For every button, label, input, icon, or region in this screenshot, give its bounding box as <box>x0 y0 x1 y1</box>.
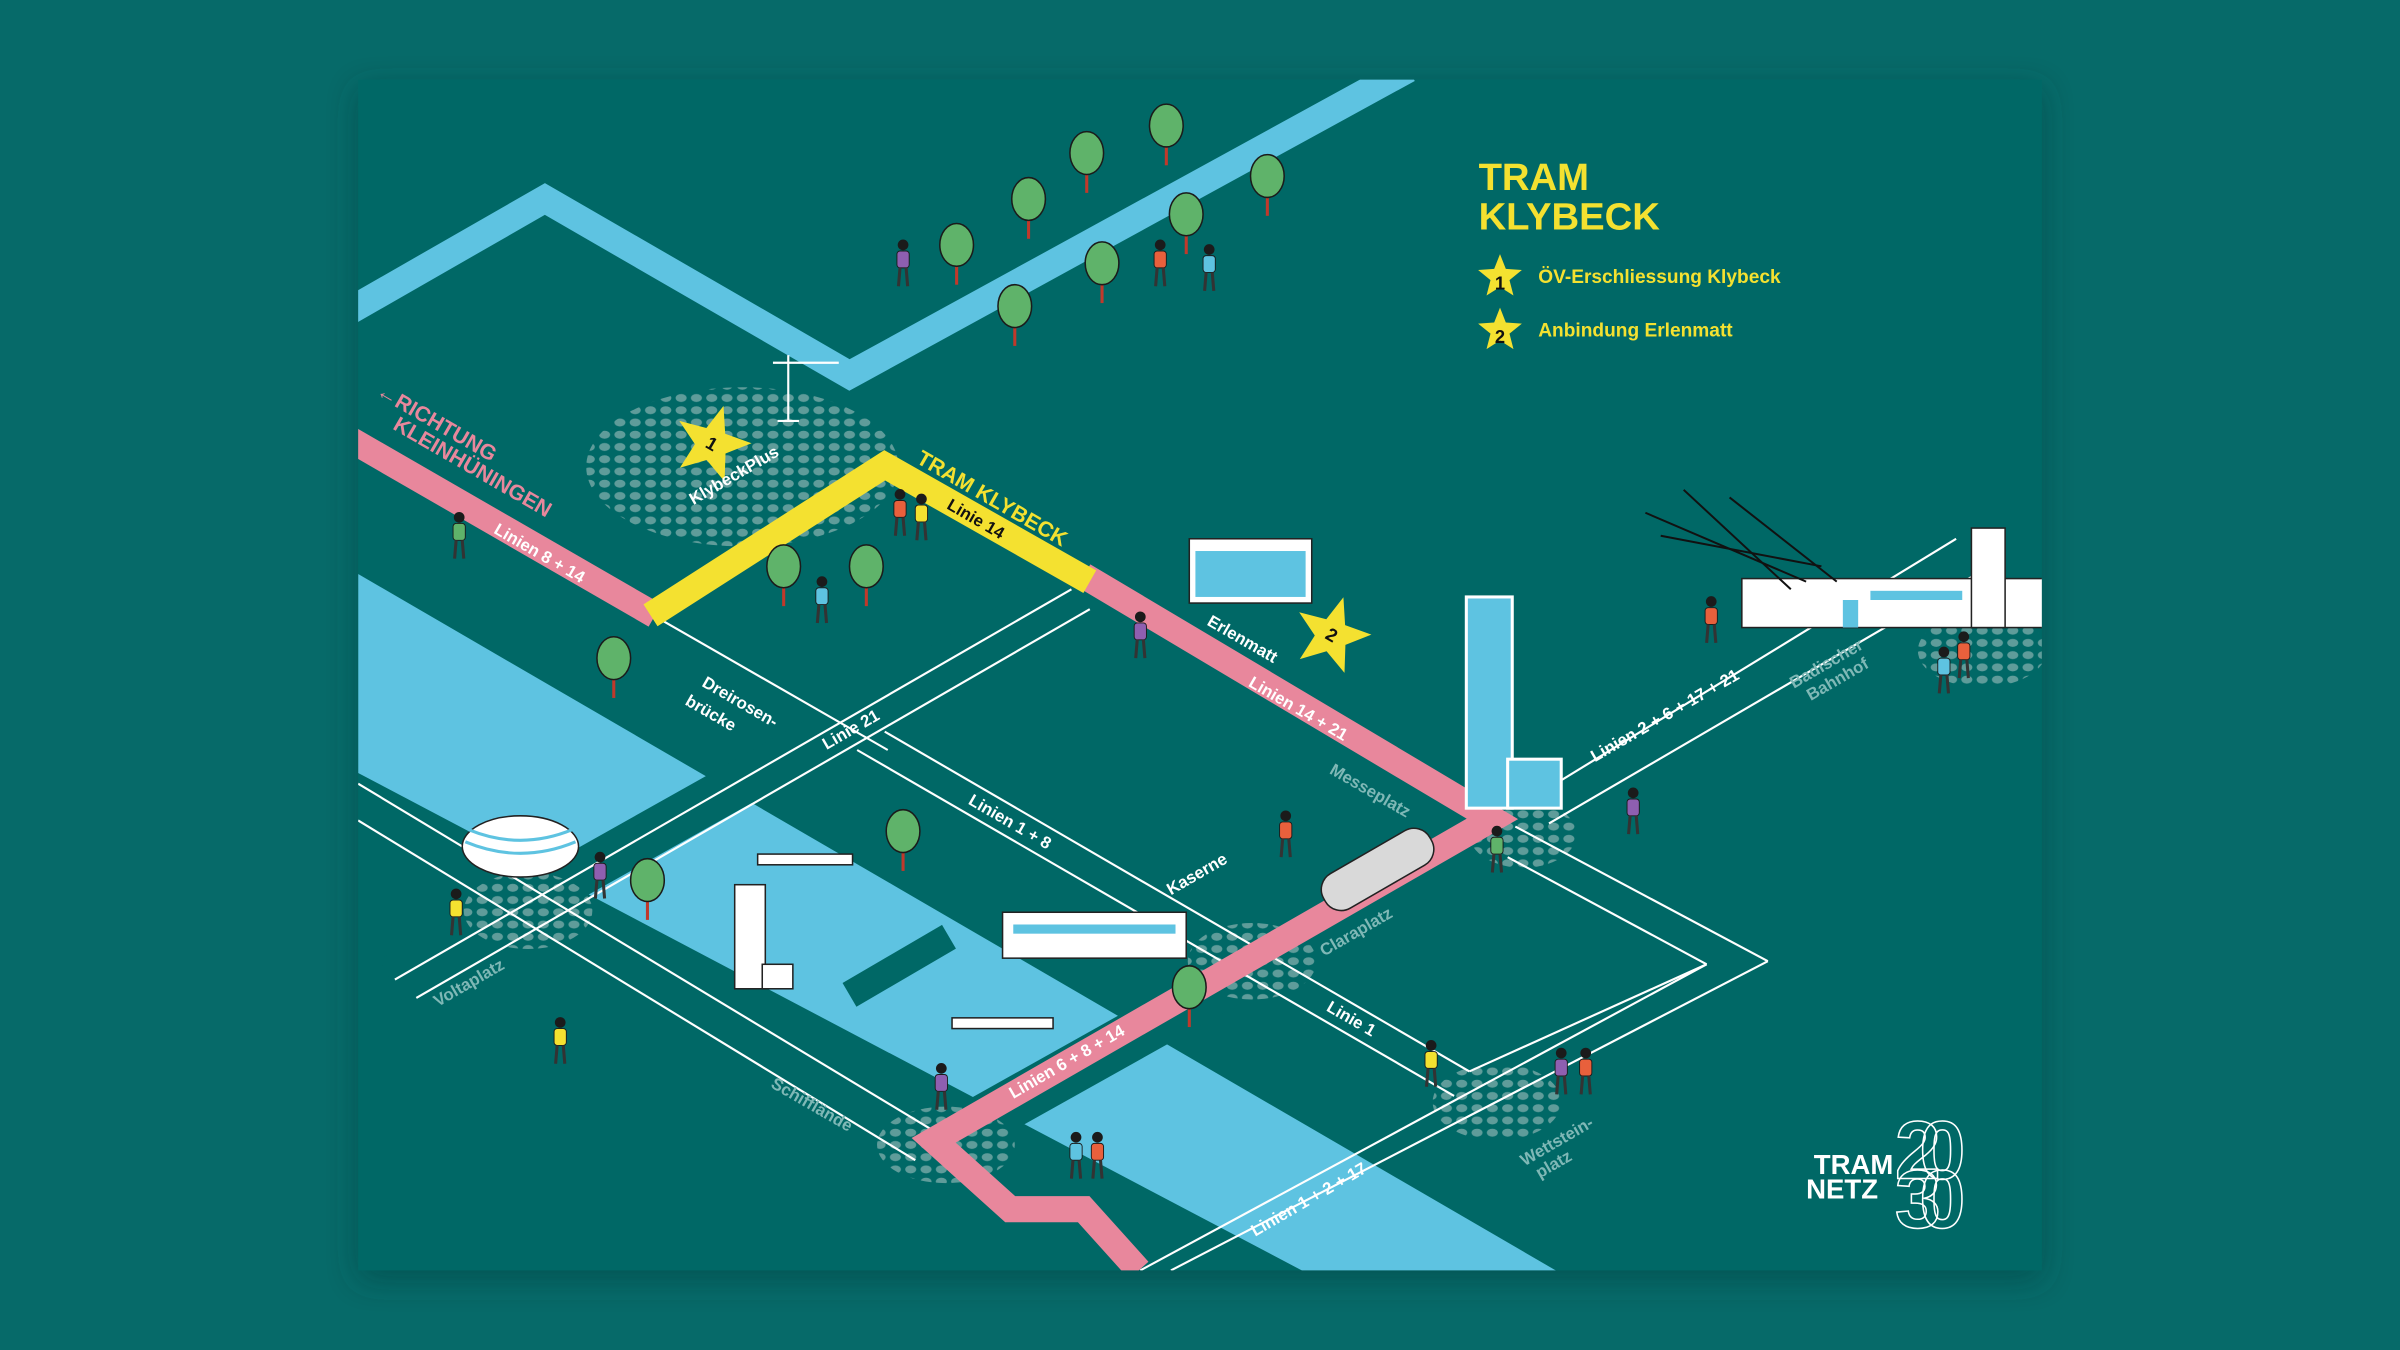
trees <box>596 103 1285 1028</box>
tree-icon <box>629 857 666 920</box>
crane-icon <box>772 355 839 422</box>
legend-title: KLYBECK <box>1479 196 1661 239</box>
svg-text:1: 1 <box>1495 272 1505 293</box>
tree-icon <box>1168 192 1204 255</box>
tree-icon <box>1249 153 1285 216</box>
svg-text:NETZ: NETZ <box>1806 1173 1878 1204</box>
tree-icon <box>1010 176 1047 239</box>
rhine-river <box>358 573 1556 1271</box>
star-2-marker: 2 <box>1299 597 1372 673</box>
tree-icon <box>885 808 921 871</box>
person-figure <box>1937 646 1951 694</box>
svg-text:TRAM: TRAM <box>1814 1149 1894 1180</box>
tree-icon <box>1069 130 1105 193</box>
boat <box>951 1017 1054 1030</box>
person-figure <box>452 511 466 559</box>
person-figure <box>1090 1131 1105 1179</box>
person-figure <box>815 576 829 624</box>
legend: TRAM KLYBECK 1 ÖV-Erschliessung Klybeck … <box>1478 156 1781 350</box>
person-figure <box>1490 825 1504 873</box>
tree-icon <box>1171 965 1207 1028</box>
person-figure <box>896 239 910 287</box>
person-figure <box>1133 611 1147 659</box>
person-figure <box>1069 1131 1083 1179</box>
pink-tram-line-14-21 <box>911 564 1519 1271</box>
erlenmatt-building <box>1188 538 1313 604</box>
upper-river <box>358 79 1415 391</box>
person-figure <box>893 489 907 536</box>
yellow-tram-klybeck-line <box>643 450 1097 627</box>
person-figure <box>593 851 607 899</box>
kaserne-building <box>1001 911 1187 959</box>
legend-item-label: Anbindung Erlenmatt <box>1538 321 1733 342</box>
person-figure <box>1626 787 1640 835</box>
overhead-wires <box>1645 489 1838 591</box>
legend-item-label: ÖV-Erschliessung Klybeck <box>1538 267 1781 288</box>
voltaplatz-stop-area <box>463 872 593 949</box>
star-icon <box>1478 254 1522 296</box>
person-figure <box>1957 631 1971 679</box>
person-figure <box>1279 810 1293 858</box>
person-figure <box>449 888 463 936</box>
svg-text:2: 2 <box>1495 326 1505 347</box>
tree-icon <box>997 283 1033 346</box>
person-figure <box>1424 1040 1438 1087</box>
star-1-marker: 1 <box>679 405 752 482</box>
tower-building <box>733 883 794 990</box>
messeturm-tower <box>1464 595 1563 810</box>
tree-icon <box>939 222 975 285</box>
tree-icon <box>1148 103 1184 166</box>
pink-tram-line <box>358 428 662 627</box>
people <box>449 239 1971 1179</box>
star-icon <box>1478 307 1522 350</box>
boat <box>756 853 854 866</box>
tree-icon <box>766 544 802 607</box>
person-figure <box>934 1063 948 1110</box>
person-figure <box>914 493 929 541</box>
tree-icon <box>1084 241 1120 304</box>
person-figure <box>1554 1047 1568 1095</box>
tree-icon <box>848 544 884 607</box>
stadium-building <box>461 815 580 878</box>
badischer-bahnhof-building <box>1741 527 2042 629</box>
person-figure <box>1153 239 1167 287</box>
person-figure <box>1579 1047 1593 1095</box>
person-figure <box>1704 596 1718 643</box>
person-figure <box>1202 244 1216 291</box>
person-figure <box>553 1017 567 1064</box>
legend-title: TRAM <box>1479 156 1589 199</box>
tram-vehicle <box>1320 827 1435 912</box>
tree-icon <box>596 635 632 698</box>
